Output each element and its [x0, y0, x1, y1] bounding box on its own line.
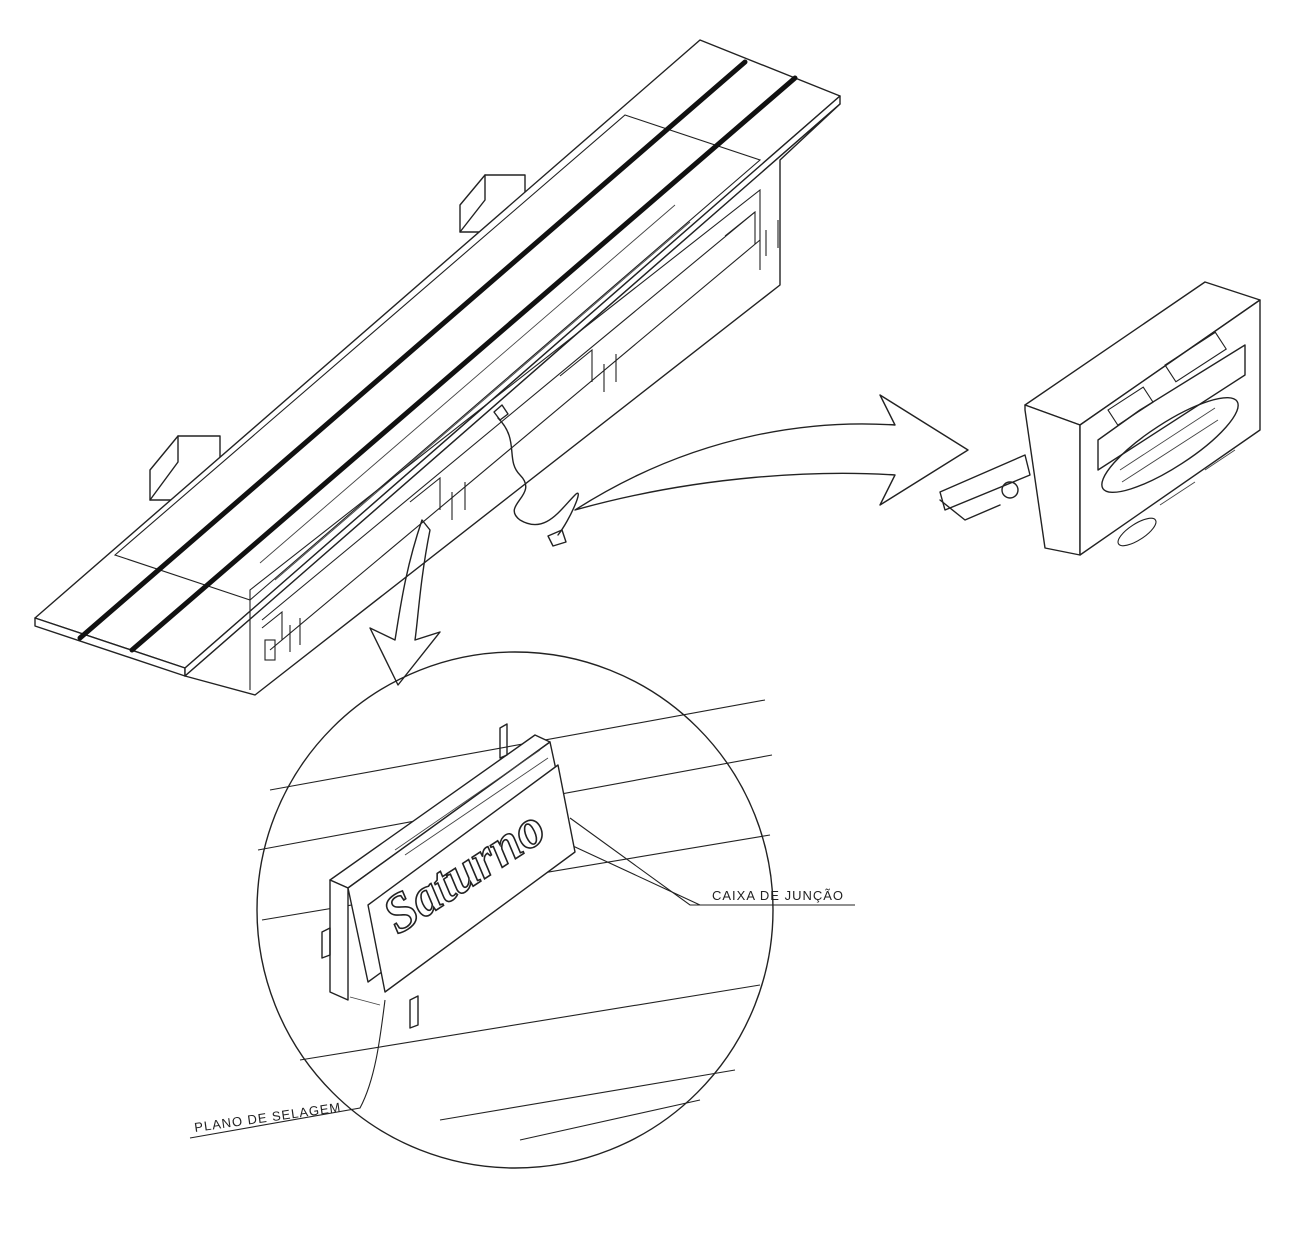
mount-slot-1 [261, 610, 301, 661]
rail-right [129, 75, 798, 653]
detail-view: Saturno [256, 651, 774, 1169]
sealing-plane-label: PLANO DE SELAGEM [193, 1099, 342, 1134]
beam-body [184, 103, 841, 696]
junction-box-callout: CAIXA DE JUNÇÃO [569, 817, 855, 906]
arrow-down-icon [369, 519, 441, 686]
signal-cable [497, 417, 579, 536]
junction-box-label: CAIXA DE JUNÇÃO [712, 888, 844, 903]
rail-left [77, 59, 748, 641]
mount-slot-3 [559, 348, 617, 392]
mount-slot-2 [409, 476, 466, 520]
arrow-right-icon [574, 394, 969, 511]
mount-slot-4 [724, 210, 779, 256]
junction-box: Saturno [321, 723, 576, 1029]
scale-platform [34, 39, 841, 696]
weighing-indicator [939, 281, 1261, 556]
sealing-plane-callout: PLANO DE SELAGEM [189, 999, 386, 1139]
